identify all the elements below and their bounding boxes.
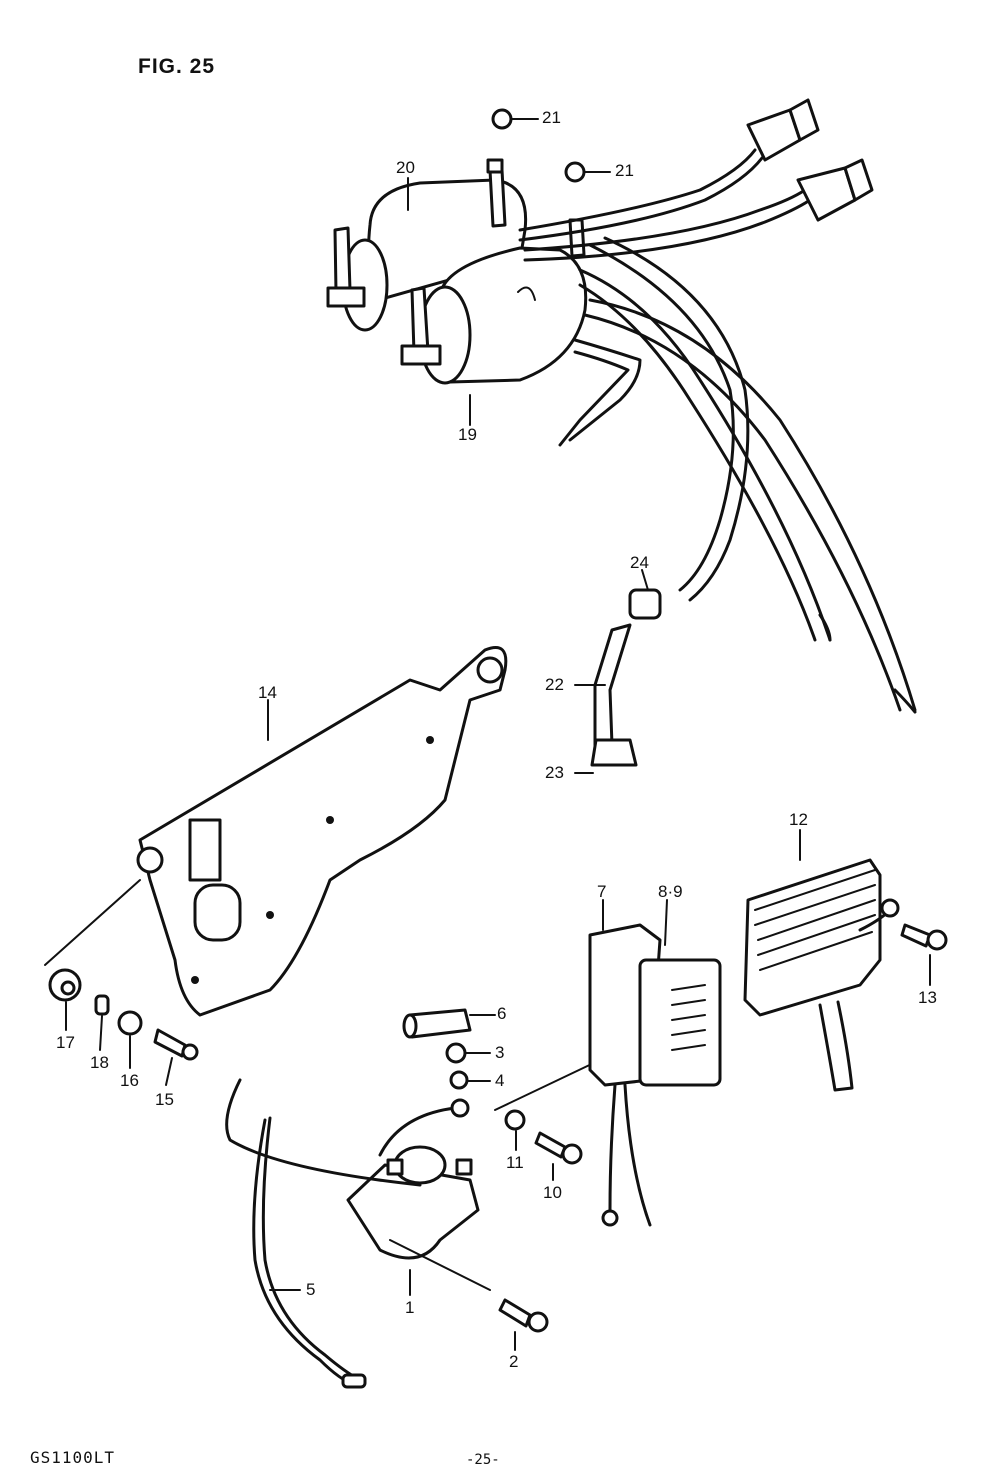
callout-5: 5 xyxy=(306,1280,316,1299)
plug-cap-assembly xyxy=(590,588,662,767)
figure-title: FIG. 25 xyxy=(138,55,216,78)
callout-16: 16 xyxy=(120,1071,139,1090)
callout-23: 23 xyxy=(545,763,564,782)
callout-2: 2 xyxy=(509,1352,519,1371)
callout-10: 10 xyxy=(543,1183,562,1202)
regulator-rectifier xyxy=(743,858,948,1092)
terminal-hardware xyxy=(402,1008,472,1090)
page-number: -25- xyxy=(466,1452,500,1468)
relay-cables xyxy=(225,1078,470,1389)
model-code: GS1100LT xyxy=(30,1448,116,1467)
callout-8-9: 8·9 xyxy=(658,882,683,901)
callout-19: 19 xyxy=(458,425,477,444)
mount-hardware xyxy=(48,968,199,1061)
callout-3: 3 xyxy=(495,1043,505,1062)
screws-2-10 xyxy=(498,1109,583,1333)
leader-17-to-bracket xyxy=(44,879,141,966)
bracket-14 xyxy=(136,646,508,1017)
callout-13: 13 xyxy=(918,988,937,1007)
high-tension-leads xyxy=(558,236,917,714)
starter-relay xyxy=(346,1145,480,1260)
callout-1: 1 xyxy=(405,1298,415,1317)
callout-22: 22 xyxy=(545,675,564,694)
nuts-21 xyxy=(491,108,586,183)
callout-20: 20 xyxy=(396,158,415,177)
leader-2 xyxy=(389,1239,491,1291)
ignition-coil-19 xyxy=(400,218,588,385)
callout-4: 4 xyxy=(495,1071,505,1090)
callout-12: 12 xyxy=(789,810,808,829)
coil-wires-connectors xyxy=(518,98,874,262)
callout-6: 6 xyxy=(497,1004,507,1023)
callout-24: 24 xyxy=(630,553,649,572)
callout-7: 7 xyxy=(597,882,607,901)
callout-15: 15 xyxy=(155,1090,174,1109)
fuse-box xyxy=(588,923,722,1227)
leader-11 xyxy=(494,1059,601,1111)
callout-18: 18 xyxy=(90,1053,109,1072)
callout-11: 11 xyxy=(506,1153,524,1172)
callout-14: 14 xyxy=(258,683,277,702)
callout-21: 21 xyxy=(615,161,634,180)
callout-leaders xyxy=(65,118,931,1351)
callout-21: 21 xyxy=(542,108,561,127)
callout-17: 17 xyxy=(56,1033,75,1052)
